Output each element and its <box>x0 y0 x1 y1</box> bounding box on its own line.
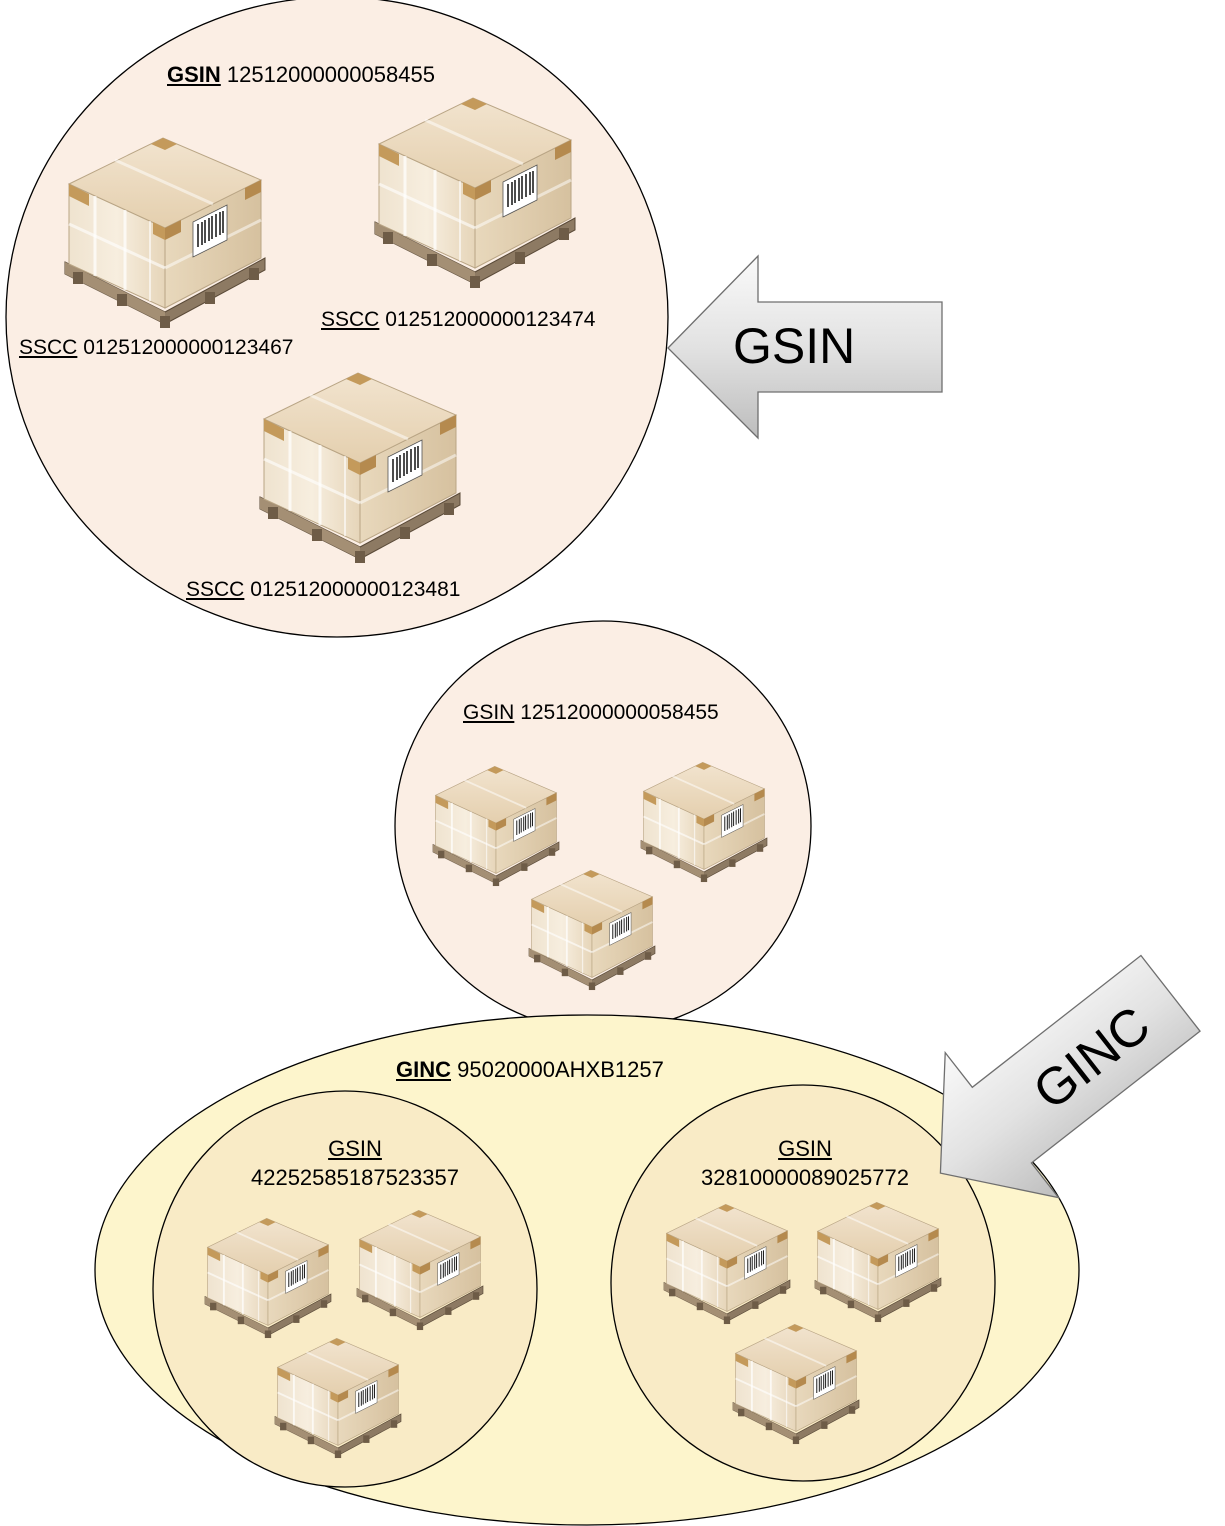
middle-gsin-value: 12512000000058455 <box>520 701 719 724</box>
right-gsin-key: GSIN <box>778 1136 832 1161</box>
left-gsin-value: 42252585187523357 <box>250 1165 459 1190</box>
sscc-key: SSCC <box>19 336 78 359</box>
ginc-arrow <box>939 954 1201 1199</box>
right-gsin-value: 32810000089025772 <box>700 1165 909 1190</box>
top-sscc-label-1: SSCC 012512000000123467 <box>19 337 293 358</box>
left-gsin-circle <box>152 1090 538 1488</box>
sscc-key: SSCC <box>321 308 380 331</box>
middle-gsin-label: GSIN 12512000000058455 <box>463 702 719 723</box>
sscc-value: 012512000000123481 <box>250 578 461 601</box>
sscc-value: 012512000000123474 <box>385 308 596 331</box>
top-sscc-label-2: SSCC 012512000000123474 <box>321 309 595 330</box>
ginc-label: GINC 95020000AHXB1257 <box>396 1059 664 1081</box>
sscc-value: 012512000000123467 <box>83 336 294 359</box>
gsin-arrow-label: GSIN <box>733 318 856 374</box>
middle-gsin-key: GSIN <box>463 701 515 724</box>
ginc-value: 95020000AHXB1257 <box>457 1057 664 1082</box>
left-gsin-key: GSIN <box>328 1136 382 1161</box>
top-gsin-key: GSIN <box>167 62 221 87</box>
sscc-key: SSCC <box>186 578 245 601</box>
top-sscc-label-3: SSCC 012512000000123481 <box>186 579 460 600</box>
top-gsin-value: 12512000000058455 <box>226 62 435 87</box>
ginc-key: GINC <box>396 1057 451 1082</box>
right-gsin-label: GSIN 32810000089025772 <box>675 1134 935 1192</box>
gsin-arrow <box>667 254 943 440</box>
left-gsin-label: GSIN 42252585187523357 <box>225 1134 485 1192</box>
right-gsin-circle <box>610 1084 996 1482</box>
top-gsin-label: GSIN 12512000000058455 <box>167 64 435 86</box>
